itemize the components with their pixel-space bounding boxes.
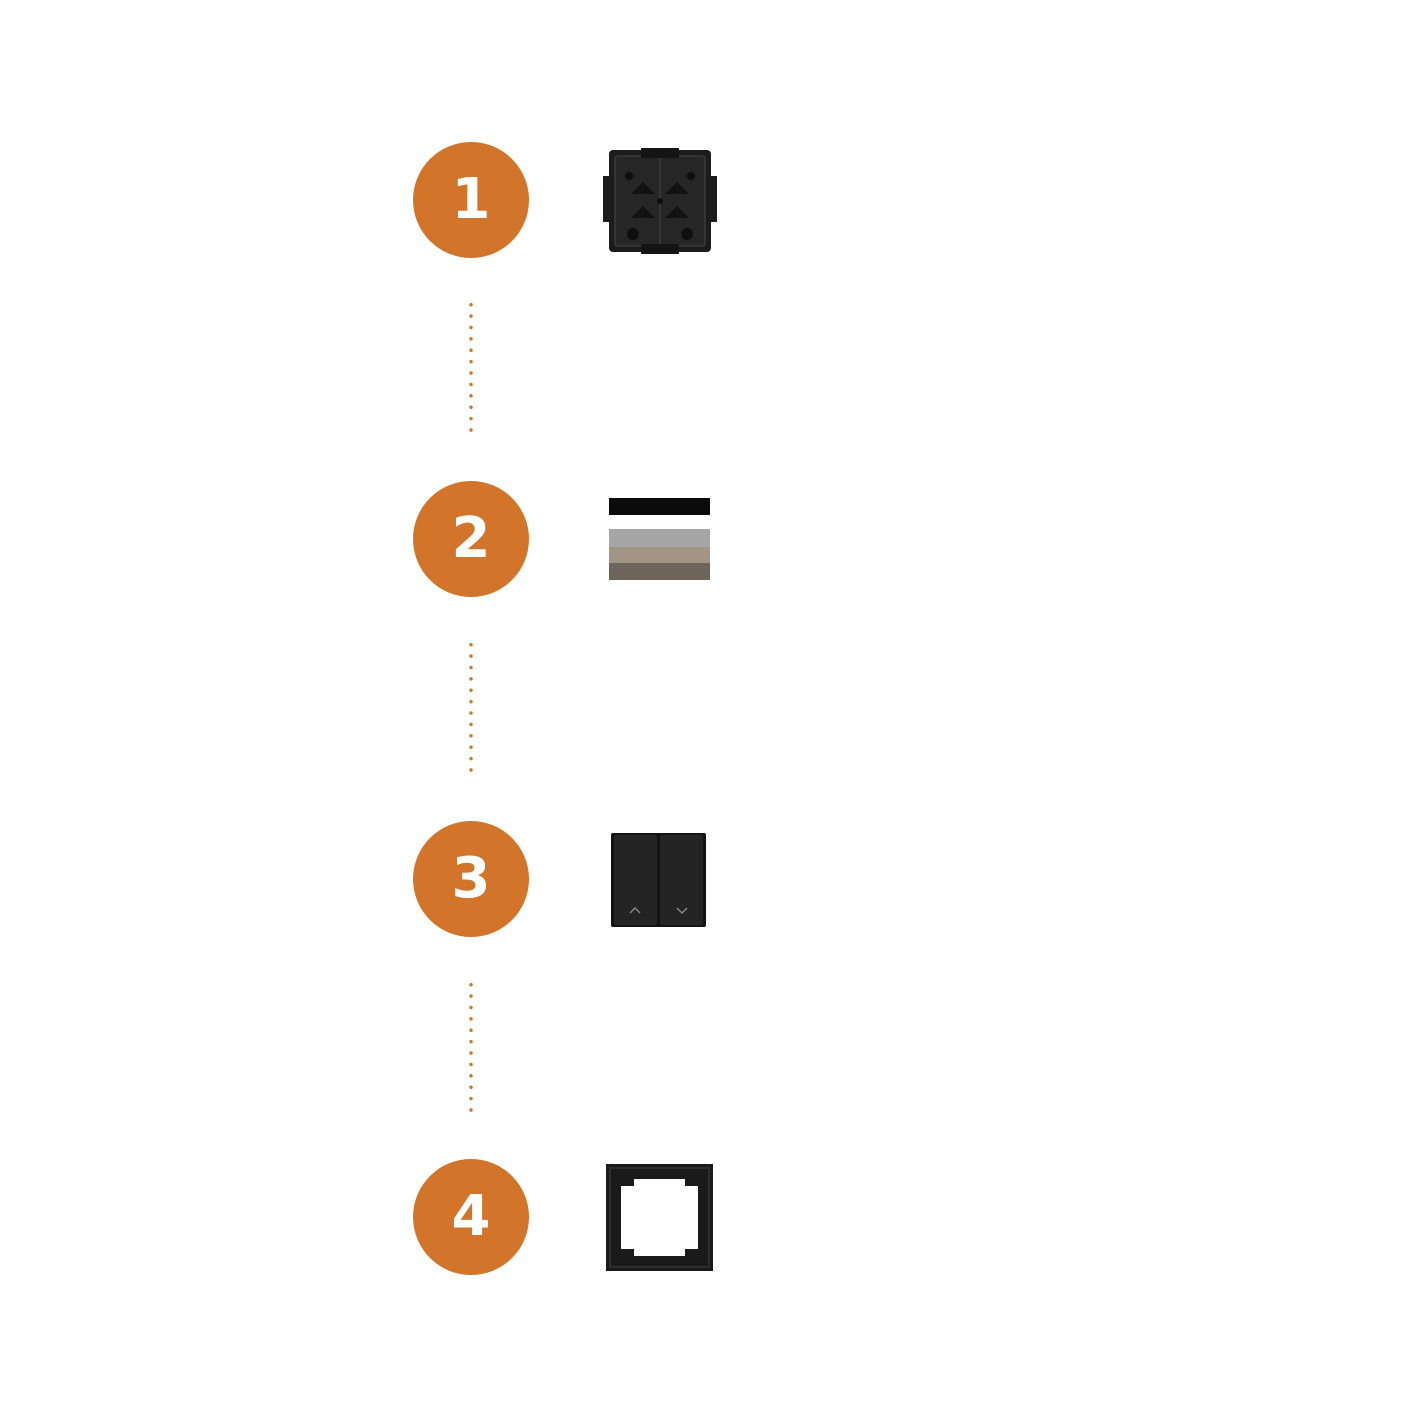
step-connector-1-2 <box>469 299 473 437</box>
step-1-badge: 1 <box>413 142 529 258</box>
step-number: 4 <box>451 1184 491 1249</box>
step-3-badge: 3 <box>413 821 529 937</box>
switch-mechanism-icon <box>603 146 717 256</box>
swatch-white <box>609 515 710 529</box>
swatch-black <box>609 498 710 515</box>
step-connector-3-4 <box>469 979 473 1117</box>
step-number: 3 <box>451 846 491 911</box>
switch-frame-icon <box>606 1164 713 1271</box>
color-swatch-icon <box>609 498 710 580</box>
step-4-badge: 4 <box>413 1159 529 1275</box>
step-number: 2 <box>451 506 491 571</box>
swatch-beige <box>609 547 710 563</box>
swatch-taupe <box>609 563 710 580</box>
step-2-badge: 2 <box>413 481 529 597</box>
rocker-switch-icon <box>611 833 706 927</box>
step-number: 1 <box>451 167 491 232</box>
swatch-grey <box>609 529 710 547</box>
step-connector-2-3 <box>469 639 473 777</box>
